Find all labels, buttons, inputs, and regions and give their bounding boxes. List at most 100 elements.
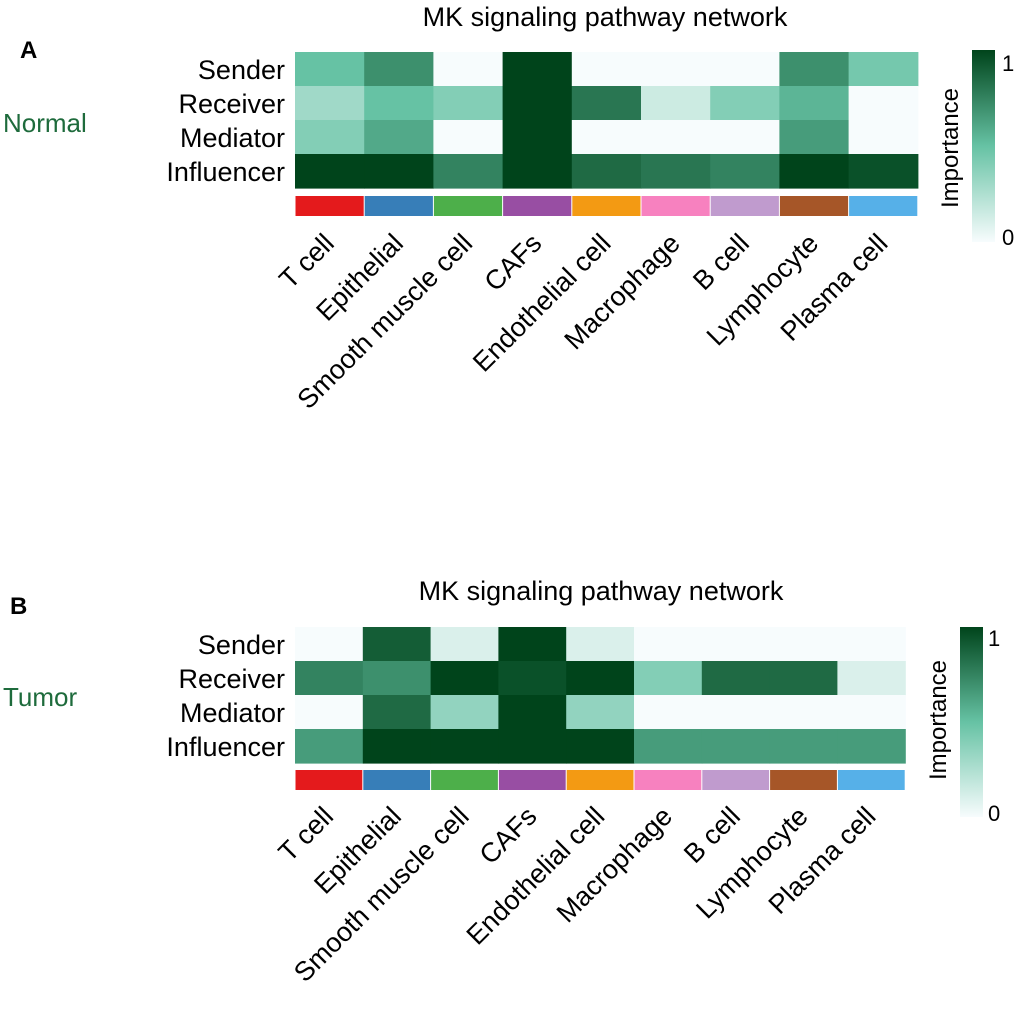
panel-b-cell-receiver-lymphocyte: [769, 661, 838, 696]
panel-b-row-label-mediator: Mediator: [180, 698, 285, 728]
panel-a-cell-receiver-epithelial: [364, 86, 434, 121]
panel-b-celltype-band-smooth-muscle-cell: [431, 770, 498, 790]
panel-b-cell-mediator-lymphocyte: [769, 695, 838, 730]
panel-a-cell-receiver-endothelial-cell: [571, 86, 642, 121]
panel-b-celltype-band-t-cell: [295, 770, 363, 790]
panel-b-cell-influencer-plasma-cell: [837, 729, 906, 764]
panel-a-cell-receiver-macrophage: [641, 86, 711, 121]
panel-a-cell-receiver-b-cell: [710, 86, 780, 121]
panel-a-row-label-sender: Sender: [198, 55, 285, 85]
panel-b-celltype-band-epithelial: [363, 770, 431, 790]
panel-a-column-label-t-cell: T cell: [273, 228, 339, 294]
panel-a-cell-sender-endothelial-cell: [571, 52, 642, 87]
panel-a-cell-sender-smooth-muscle-cell: [433, 52, 504, 87]
panel-a-cell-influencer-t-cell: [295, 154, 365, 189]
panel-b-celltype-band-macrophage: [634, 770, 702, 790]
panel-a-cell-influencer-macrophage: [641, 154, 711, 189]
panel-b-row-label-influencer: Influencer: [166, 732, 285, 762]
panel-b-cell-receiver-endothelial-cell: [566, 661, 635, 696]
panel-b-colorbar-min: 0: [988, 801, 1000, 826]
panel-a-celltype-band-lymphocyte: [779, 196, 849, 216]
panel-b-cell-sender-epithelial: [362, 627, 432, 662]
panel-b-celltype-band-b-cell: [702, 770, 770, 790]
panel-a-cell-influencer-endothelial-cell: [571, 154, 642, 189]
panel-a-title: MK signaling pathway network: [423, 2, 788, 32]
panel-b-cell-sender-smooth-muscle-cell: [430, 627, 499, 662]
panel-a-label: A: [20, 37, 37, 64]
panel-b-title: MK signaling pathway network: [419, 576, 784, 606]
panel-a-row-label-mediator: Mediator: [180, 123, 285, 153]
panel-a-cell-mediator-b-cell: [710, 120, 780, 155]
panel-a-cell-mediator-t-cell: [295, 120, 365, 155]
panel-b-cell-mediator-macrophage: [634, 695, 703, 730]
panel-b-cell-sender-endothelial-cell: [566, 627, 635, 662]
panel-b-cell-receiver-smooth-muscle-cell: [430, 661, 499, 696]
panel-a-cell-mediator-macrophage: [641, 120, 711, 155]
panel-a-row-label-receiver: Receiver: [178, 89, 285, 119]
panel-a-cell-mediator-lymphocyte: [779, 120, 850, 155]
panel-a-cell-sender-b-cell: [710, 52, 780, 87]
panel-a-cell-influencer-plasma-cell: [848, 154, 919, 189]
panel-b-cell-influencer-lymphocyte: [769, 729, 838, 764]
panel-b-cell-mediator-epithelial: [362, 695, 432, 730]
panel-a-cell-influencer-lymphocyte: [779, 154, 850, 189]
panel-b-celltype-band-lymphocyte: [770, 770, 837, 790]
panel-a-cell-influencer-smooth-muscle-cell: [433, 154, 504, 189]
panel-b-cell-mediator-smooth-muscle-cell: [430, 695, 499, 730]
panel-b-cell-sender-macrophage: [634, 627, 703, 662]
panel-b-cell-mediator-endothelial-cell: [566, 695, 635, 730]
panel-a-cell-sender-plasma-cell: [848, 52, 919, 87]
panel-a-colorbar: [972, 50, 995, 242]
panel-b-cell-sender-b-cell: [701, 627, 771, 662]
panel-b-colorbar-label: Importance: [925, 660, 952, 780]
panel-b-colorbar-max: 1: [988, 626, 1000, 651]
panel-b-cell-sender-plasma-cell: [837, 627, 906, 662]
panel-b-cell-mediator-b-cell: [701, 695, 771, 730]
panel-b-cell-influencer-b-cell: [701, 729, 771, 764]
panel-a-colorbar-max: 1: [1002, 51, 1014, 76]
panel-b-cell-influencer-cafs: [498, 729, 567, 764]
panel-a-cell-receiver-plasma-cell: [848, 86, 919, 121]
panel-a-celltype-band-cafs: [503, 196, 572, 216]
panel-b-cell-receiver-cafs: [498, 661, 567, 696]
panel-b-cell-receiver-macrophage: [634, 661, 703, 696]
panel-a-cell-receiver-smooth-muscle-cell: [433, 86, 504, 121]
panel-a-cell-mediator-plasma-cell: [848, 120, 919, 155]
panel-b-cell-influencer-endothelial-cell: [566, 729, 635, 764]
panel-a-cell-influencer-b-cell: [710, 154, 780, 189]
panel-b-cell-receiver-b-cell: [701, 661, 771, 696]
panel-b-cell-sender-lymphocyte: [769, 627, 838, 662]
panel-b-cell-sender-t-cell: [295, 627, 364, 662]
panel-a-cell-mediator-endothelial-cell: [571, 120, 642, 155]
panel-b-cell-receiver-plasma-cell: [837, 661, 906, 696]
panel-a-cell-sender-cafs: [502, 52, 573, 87]
panel-a-celltype-band-smooth-muscle-cell: [433, 196, 503, 216]
panel-a-cell-receiver-cafs: [502, 86, 573, 121]
panel-b-cell-influencer-epithelial: [362, 729, 432, 764]
panel-b-cell-receiver-epithelial: [362, 661, 432, 696]
panel-a-celltype-band-epithelial: [364, 196, 433, 216]
panel-a-celltype-band-b-cell: [710, 196, 779, 216]
panel-b-cell-receiver-t-cell: [295, 661, 364, 696]
panel-a-celltype-band-plasma-cell: [849, 196, 918, 216]
panel-b-cell-mediator-t-cell: [295, 695, 364, 730]
panel-a-cell-sender-epithelial: [364, 52, 434, 87]
panel-b-cell-influencer-macrophage: [634, 729, 703, 764]
panel-a-colorbar-min: 0: [1002, 225, 1014, 250]
panel-a-cell-sender-macrophage: [641, 52, 711, 87]
panel-a-celltype-band-endothelial-cell: [572, 196, 641, 216]
panel-b-row-label-sender: Sender: [198, 630, 285, 660]
panel-b-celltype-band-plasma-cell: [837, 770, 905, 790]
panel-a-cell-receiver-lymphocyte: [779, 86, 850, 121]
panel-b-cell-influencer-t-cell: [295, 729, 364, 764]
panel-b-row-label-receiver: Receiver: [178, 664, 285, 694]
panel-a-row-label-influencer: Influencer: [166, 157, 285, 187]
panel-a-celltype-band-macrophage: [641, 196, 710, 216]
panel-a-colorbar-label: Importance: [937, 88, 964, 208]
panel-b-condition-label: Tumor: [3, 682, 77, 712]
panel-a-celltype-band-t-cell: [295, 196, 364, 216]
panel-a-condition-label: Normal: [3, 108, 87, 138]
